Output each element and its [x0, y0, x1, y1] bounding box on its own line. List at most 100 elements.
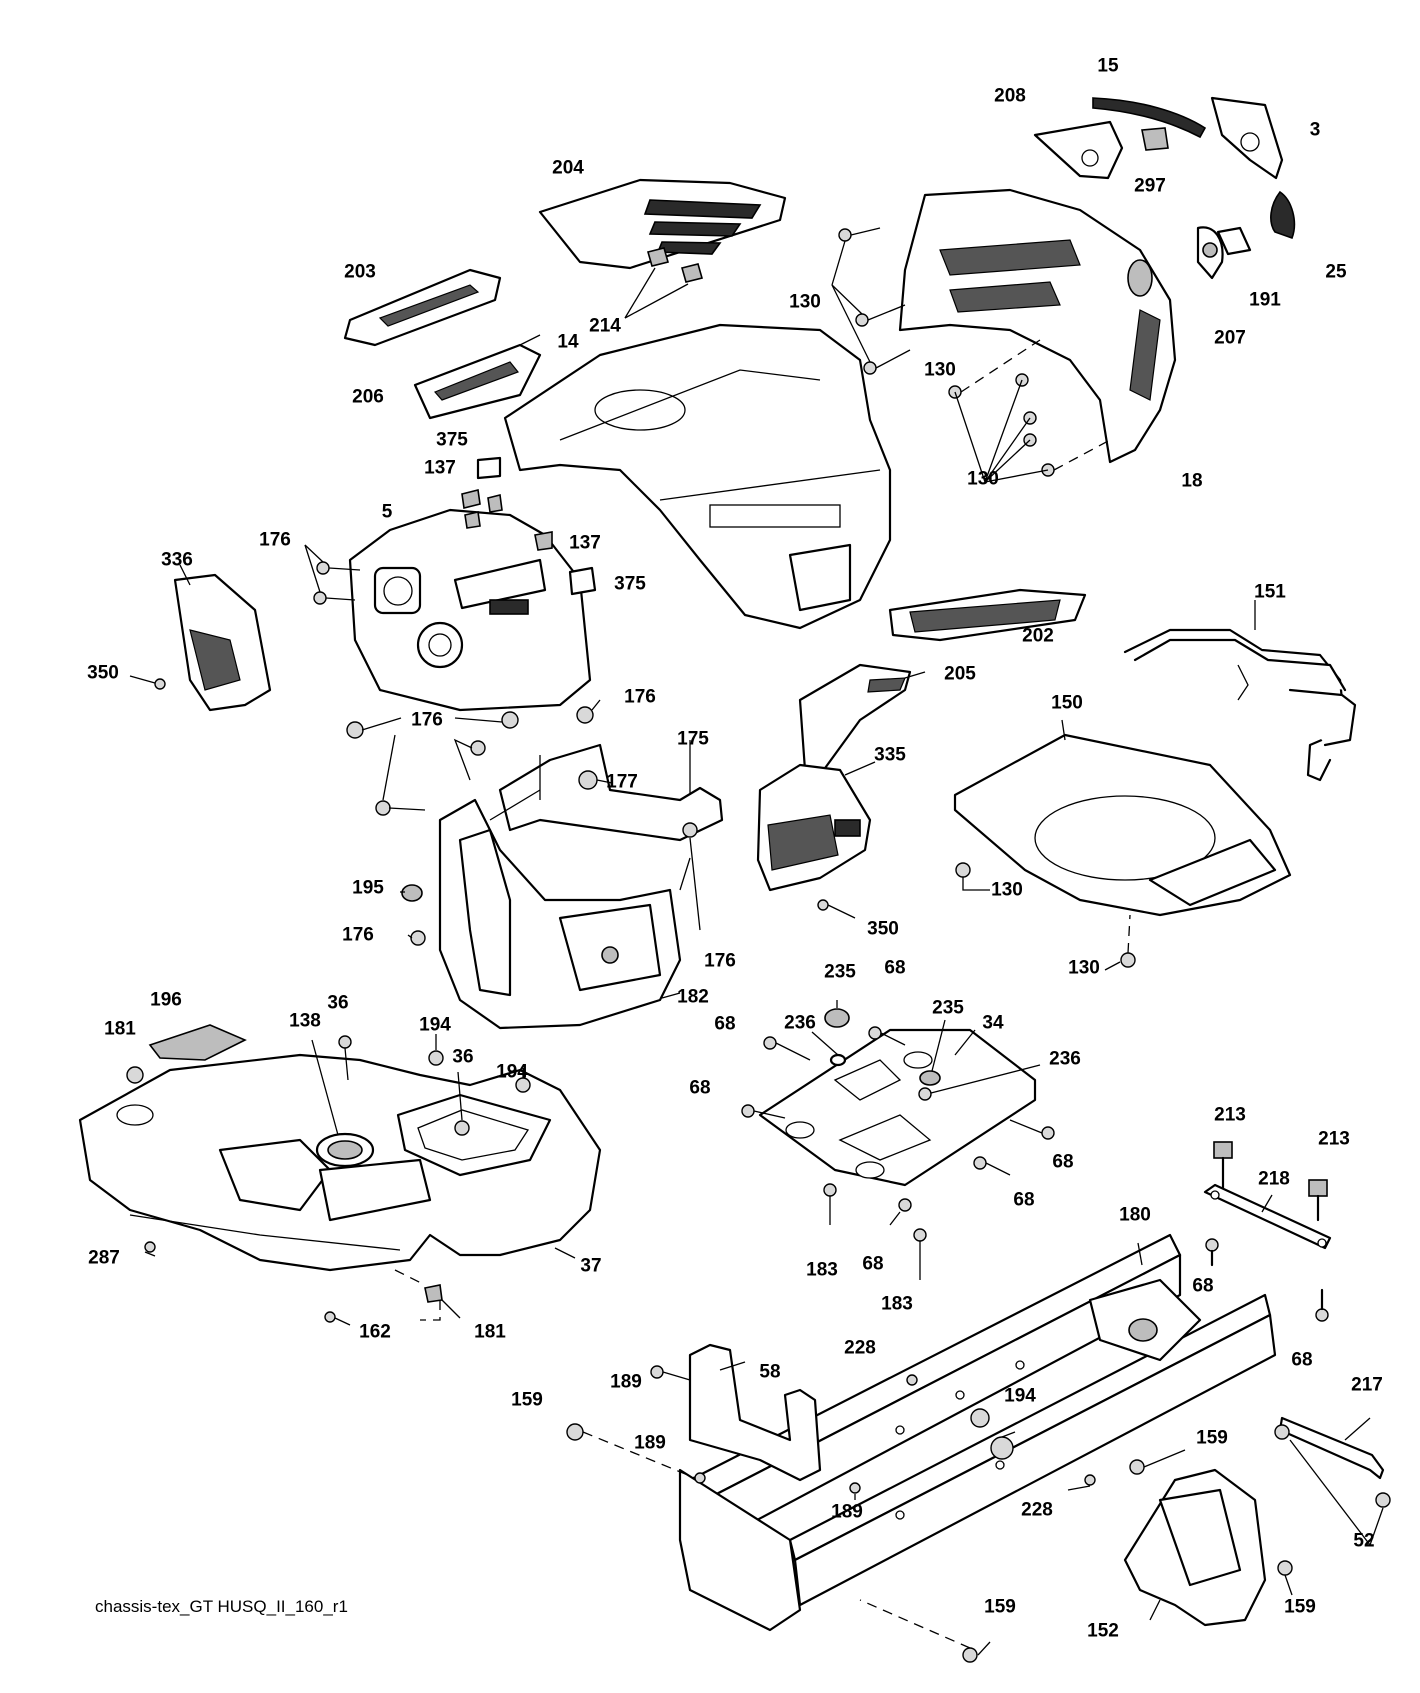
- part-205-side-trim: [798, 663, 926, 777]
- callout-14: 14: [557, 331, 579, 353]
- part-218-bracket: [1203, 1183, 1332, 1250]
- callout-175: 175: [677, 728, 709, 750]
- callout-68-h: 68: [1291, 1349, 1313, 1371]
- callout-37: 37: [580, 1255, 602, 1277]
- callout-58: 58: [759, 1361, 781, 1383]
- callout-335: 335: [874, 744, 906, 766]
- callout-203: 203: [344, 261, 376, 283]
- callout-208: 208: [994, 85, 1026, 107]
- diagram-caption: chassis-tex_GT HUSQ_II_160_r1: [95, 1597, 348, 1616]
- callout-130-b: 130: [924, 359, 956, 381]
- callout-36-b: 36: [452, 1046, 474, 1068]
- callout-217: 217: [1351, 1374, 1383, 1396]
- callout-3: 3: [1309, 119, 1321, 141]
- callout-68-b: 68: [714, 1013, 736, 1035]
- callout-176-c: 176: [411, 709, 443, 731]
- callout-159-a: 159: [511, 1389, 543, 1411]
- callout-176-e: 176: [704, 950, 736, 972]
- callout-152: 152: [1087, 1620, 1119, 1642]
- callout-235-a: 235: [824, 961, 856, 983]
- callout-194-b: 194: [496, 1061, 528, 1083]
- callout-204: 204: [552, 157, 584, 179]
- callout-182: 182: [677, 986, 709, 1008]
- callout-159-d: 159: [1284, 1596, 1316, 1618]
- callout-68-g: 68: [1192, 1275, 1214, 1297]
- callout-68-c: 68: [689, 1077, 711, 1099]
- callout-130-d: 130: [991, 879, 1023, 901]
- screws-130-plate: [955, 862, 1136, 971]
- callout-350-b: 350: [867, 918, 899, 940]
- part-25-lens: [1270, 190, 1296, 240]
- part-180-frame: [678, 1233, 1277, 1632]
- callout-68-d: 68: [1052, 1151, 1074, 1173]
- callout-52: 52: [1353, 1530, 1375, 1552]
- part-34-support-plate: [758, 1028, 1037, 1187]
- callout-287: 287: [88, 1247, 120, 1269]
- fasteners-fender: [126, 1034, 531, 1326]
- callout-68-f: 68: [862, 1253, 884, 1275]
- callout-336: 336: [161, 549, 193, 571]
- part-204-hood-cover: [538, 178, 787, 270]
- callout-36-a: 36: [327, 992, 349, 1014]
- part-14-hood: [503, 323, 892, 630]
- callout-196: 196: [150, 989, 182, 1011]
- part-175-bracket: [498, 740, 724, 842]
- callout-206: 206: [352, 386, 384, 408]
- part-15-strip: [1092, 97, 1207, 139]
- part-206-grille: [413, 334, 542, 420]
- callout-130-c: 130: [967, 468, 999, 490]
- part-138-boot: [311, 1039, 375, 1168]
- callout-180: 180: [1119, 1204, 1151, 1226]
- fasteners-34: [741, 1000, 1055, 1280]
- part-191-clip: [1216, 226, 1252, 256]
- callout-235-b: 235: [932, 997, 964, 1019]
- callout-202: 202: [1022, 625, 1054, 647]
- callout-195: 195: [352, 877, 384, 899]
- part-137-clips: [461, 489, 553, 551]
- callout-191: 191: [1249, 289, 1281, 311]
- callout-150: 150: [1051, 692, 1083, 714]
- callout-350-a: 350: [87, 662, 119, 684]
- callout-130-e: 130: [1068, 957, 1100, 979]
- part-202-grille: [888, 588, 1087, 642]
- part-177-clip: [578, 770, 613, 790]
- callout-176-d: 176: [342, 924, 374, 946]
- part-3-headlight-housing: [1210, 96, 1284, 180]
- callout-183-b: 183: [881, 1293, 913, 1315]
- callout-151: 151: [1254, 581, 1286, 603]
- screw-350-right: [817, 899, 856, 919]
- screws-176-dashboard: [304, 544, 601, 739]
- callout-181-b: 181: [474, 1321, 506, 1343]
- callout-159-c: 159: [984, 1596, 1016, 1618]
- callout-34: 34: [982, 1012, 1004, 1034]
- callout-297: 297: [1134, 175, 1166, 197]
- callout-18: 18: [1181, 470, 1203, 492]
- callout-228-b: 228: [1021, 1499, 1053, 1521]
- callout-236-b: 236: [1049, 1048, 1081, 1070]
- part-52-nuts: [1274, 1424, 1391, 1546]
- callout-177: 177: [606, 771, 638, 793]
- callout-189-c: 189: [831, 1501, 863, 1523]
- part-58-bracket: [688, 1343, 822, 1482]
- callout-213-b: 213: [1318, 1128, 1350, 1150]
- part-336-side-panel: [173, 564, 272, 712]
- callout-68-e: 68: [1013, 1189, 1035, 1211]
- callout-214: 214: [589, 315, 621, 337]
- screws-159-seat: [1129, 1449, 1293, 1596]
- fasteners-58: [566, 1365, 1096, 1663]
- screws-130-bumper: [831, 227, 1111, 483]
- part-195-plug: [400, 884, 423, 902]
- callout-25: 25: [1325, 261, 1347, 283]
- callout-183-a: 183: [806, 1259, 838, 1281]
- callout-137-b: 137: [569, 532, 601, 554]
- callout-194-c: 194: [1004, 1385, 1036, 1407]
- part-203-side-rail: [343, 268, 502, 347]
- callout-207: 207: [1214, 327, 1246, 349]
- callout-181-a: 181: [104, 1018, 136, 1040]
- part-18-front-bumper: [898, 188, 1177, 464]
- callout-5: 5: [381, 501, 393, 523]
- callout-194-a: 194: [419, 1014, 451, 1036]
- callout-375-b: 375: [614, 573, 646, 595]
- part-208-bracket: [1033, 120, 1124, 180]
